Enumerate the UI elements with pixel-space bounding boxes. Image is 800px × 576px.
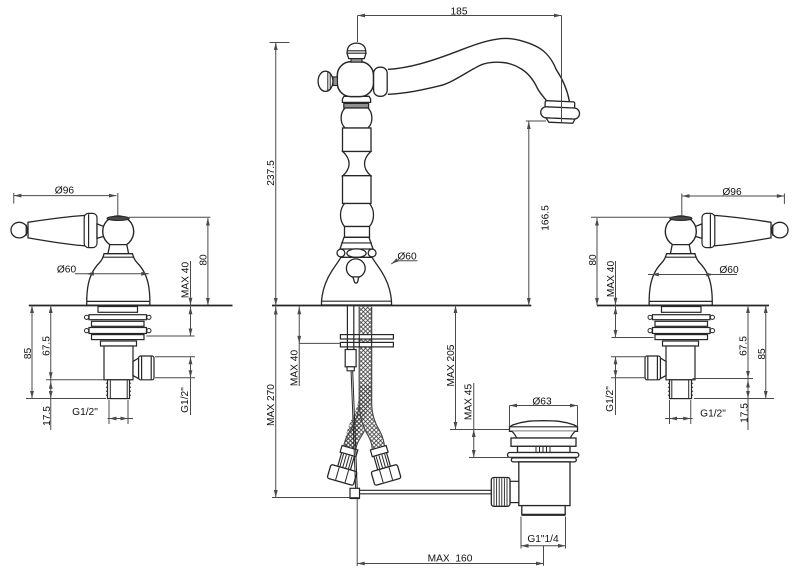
svg-text:Ø96: Ø96 (722, 187, 742, 198)
svg-text:MAX 45: MAX 45 (463, 384, 474, 421)
svg-text:85: 85 (23, 348, 34, 360)
svg-text:80: 80 (198, 254, 209, 266)
svg-text:MAX 40: MAX 40 (290, 350, 301, 387)
svg-text:67.5: 67.5 (738, 336, 749, 356)
svg-text:185: 185 (451, 7, 468, 18)
svg-text:Ø60: Ø60 (397, 252, 417, 263)
svg-text:166.5: 166.5 (541, 205, 552, 231)
svg-text:G1/2": G1/2" (605, 386, 616, 412)
svg-text:67.5: 67.5 (41, 336, 52, 356)
svg-text:MAX 160: MAX 160 (428, 554, 473, 565)
svg-text:MAX 270: MAX 270 (266, 384, 277, 426)
svg-text:Ø60: Ø60 (57, 265, 77, 276)
svg-text:17.5: 17.5 (739, 403, 750, 423)
svg-text:Ø96: Ø96 (55, 186, 75, 197)
svg-text:Ø60: Ø60 (719, 265, 739, 276)
svg-text:MAX 205: MAX 205 (446, 344, 457, 386)
svg-text:MAX 40: MAX 40 (606, 261, 617, 298)
svg-text:G1/2": G1/2" (180, 387, 191, 413)
svg-text:237.5: 237.5 (266, 160, 277, 186)
svg-text:Ø63: Ø63 (532, 396, 552, 407)
svg-text:G1/2": G1/2" (72, 407, 98, 418)
svg-text:G1/2": G1/2" (700, 409, 726, 420)
svg-text:80: 80 (588, 254, 599, 266)
svg-text:17.5: 17.5 (42, 406, 53, 426)
svg-text:85: 85 (757, 348, 768, 360)
svg-text:MAX 40: MAX 40 (180, 262, 191, 299)
svg-text:G1"1/4: G1"1/4 (527, 534, 559, 545)
